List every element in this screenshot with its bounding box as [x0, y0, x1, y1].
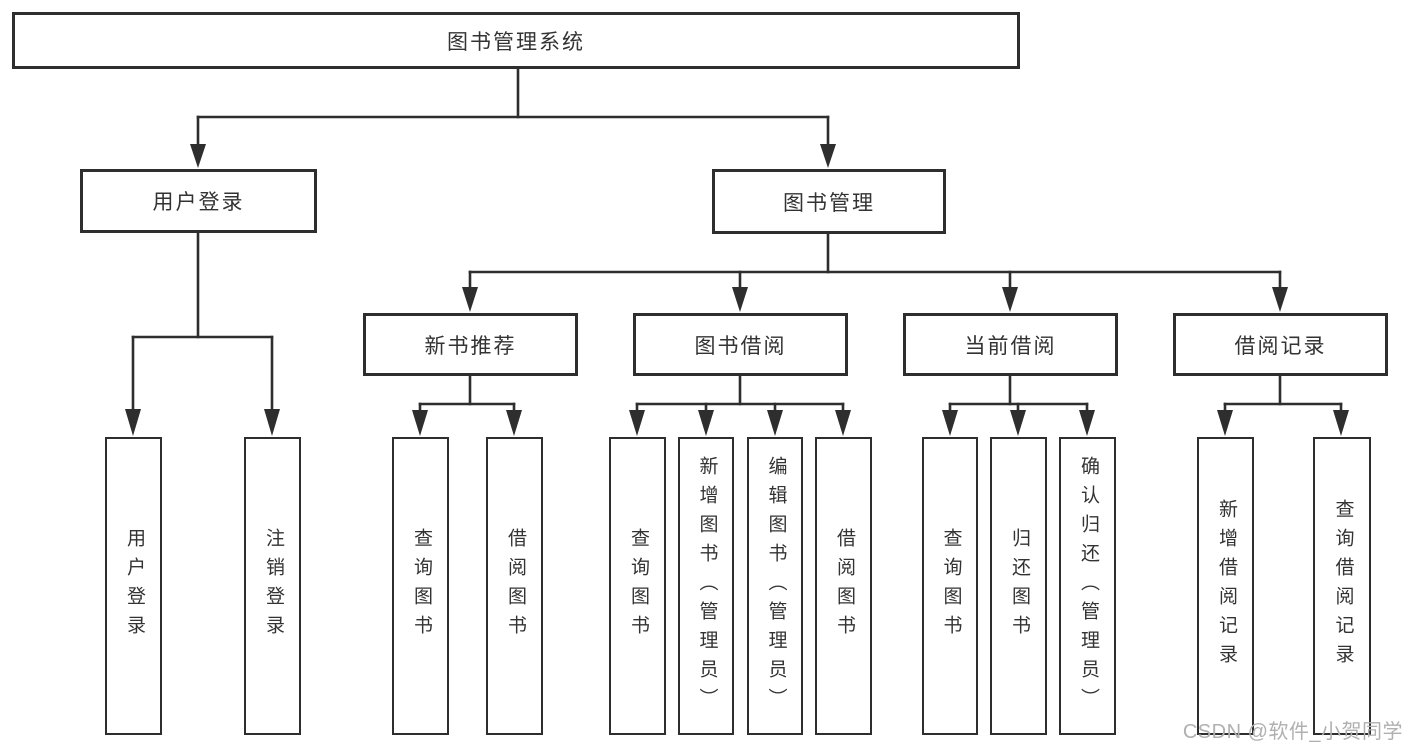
leaf-label: 查询图书: [627, 528, 649, 644]
leaf-current-query-books: 查询图书: [922, 437, 978, 735]
connectors-root-to-level2: [190, 68, 836, 168]
leaf-edit-books-admin: 编辑图书（管理员）: [747, 437, 803, 735]
node-user-login: 用户登录: [80, 169, 317, 233]
leaf-label: 注销登录: [262, 528, 284, 644]
leaf-logout: 注销登录: [244, 437, 301, 735]
csdn-watermark: CSDN @软件_小贺同学: [1182, 721, 1403, 743]
leaf-label: 用户登录: [123, 528, 145, 644]
connectors-borrow-records-children: [1217, 376, 1349, 436]
node-borrowing-records: 借阅记录: [1173, 313, 1388, 376]
leaf-label: 查询借阅记录: [1332, 499, 1354, 673]
connectors-user-login-children: [125, 233, 280, 436]
leaf-label: 新增图书（管理员）: [696, 455, 718, 717]
node-current-borrowing: 当前借阅: [903, 313, 1118, 376]
leaf-newrec-borrow-books: 借阅图书: [486, 437, 543, 735]
leaf-borrow-books: 借阅图书: [815, 437, 872, 735]
leaf-add-books-admin: 新增图书（管理员）: [678, 437, 734, 735]
leaf-newrec-query-books: 查询图书: [392, 437, 449, 735]
connectors-book-borrow-children: [629, 376, 851, 436]
leaf-label: 借阅图书: [504, 528, 526, 644]
leaf-borrow-query-books: 查询图书: [609, 437, 666, 735]
node-book-management: 图书管理: [712, 169, 946, 234]
leaf-user-login: 用户登录: [105, 437, 162, 735]
node-library-system: 图书管理系统: [12, 12, 1020, 69]
leaf-label: 归还图书: [1008, 528, 1030, 644]
leaf-return-books: 归还图书: [990, 437, 1047, 735]
node-book-borrowing: 图书借阅: [633, 313, 848, 376]
connectors-book-mgmt-children: [462, 234, 1288, 312]
leaf-label: 确认归还（管理员）: [1077, 455, 1099, 717]
leaf-query-borrow-record: 查询借阅记录: [1313, 437, 1371, 735]
node-new-book-recommend: 新书推荐: [363, 313, 578, 376]
leaf-label: 新增借阅记录: [1215, 499, 1237, 673]
leaf-label: 查询图书: [410, 528, 432, 644]
leaf-label: 编辑图书（管理员）: [765, 455, 787, 717]
connectors-new-book-rec-children: [412, 376, 522, 436]
leaf-label: 借阅图书: [833, 528, 855, 644]
connectors-current-borrow-children: [942, 376, 1095, 436]
leaf-add-borrow-record: 新增借阅记录: [1197, 437, 1254, 735]
leaf-label: 查询图书: [940, 528, 962, 644]
leaf-confirm-return-admin: 确认归还（管理员）: [1059, 437, 1116, 735]
